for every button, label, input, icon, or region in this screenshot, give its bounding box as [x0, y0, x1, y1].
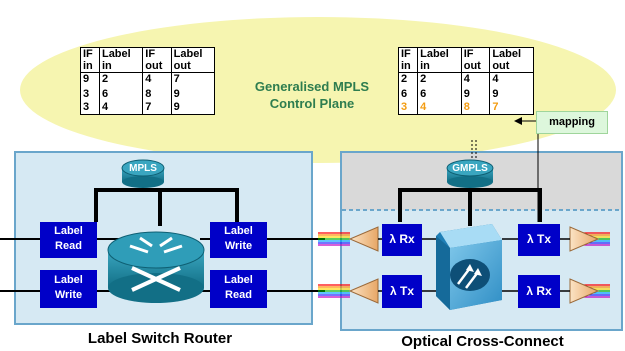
control-plane-line-1: Generalised MPLS [254, 79, 370, 94]
mpls-label: MPLS [129, 163, 157, 174]
prisms [348, 226, 600, 304]
oxc-block-rx-out: λ Rx [526, 284, 552, 298]
control-plane-line-2: Control Plane [269, 96, 355, 111]
lsr-caption: Label Switch Router [87, 330, 233, 347]
gmpls-cylinder [446, 159, 494, 188]
mapping-label: mapping [536, 111, 608, 134]
router-icon [107, 231, 205, 303]
oxc-caption: Optical Cross-Connect [401, 333, 564, 350]
mpls-cylinder [121, 159, 165, 188]
gmpls-label: GMPLS [452, 163, 488, 174]
lsr-control-bus [94, 188, 239, 226]
lsr-blocks [40, 222, 267, 308]
oxc-block-tx-out: λ Tx [526, 232, 551, 246]
oxc-switch-icon [436, 224, 502, 310]
oxc-control-bus [398, 188, 542, 226]
mapping-arrow [520, 120, 539, 222]
oxc-blocks [382, 224, 560, 308]
oxc-block-tx-in: λ Tx [389, 284, 414, 298]
oxc-block-rx-in: λ Rx [389, 232, 415, 246]
oxc-links [378, 238, 570, 292]
control-plane-title: Generalised MPLS Control Plane [232, 78, 392, 112]
